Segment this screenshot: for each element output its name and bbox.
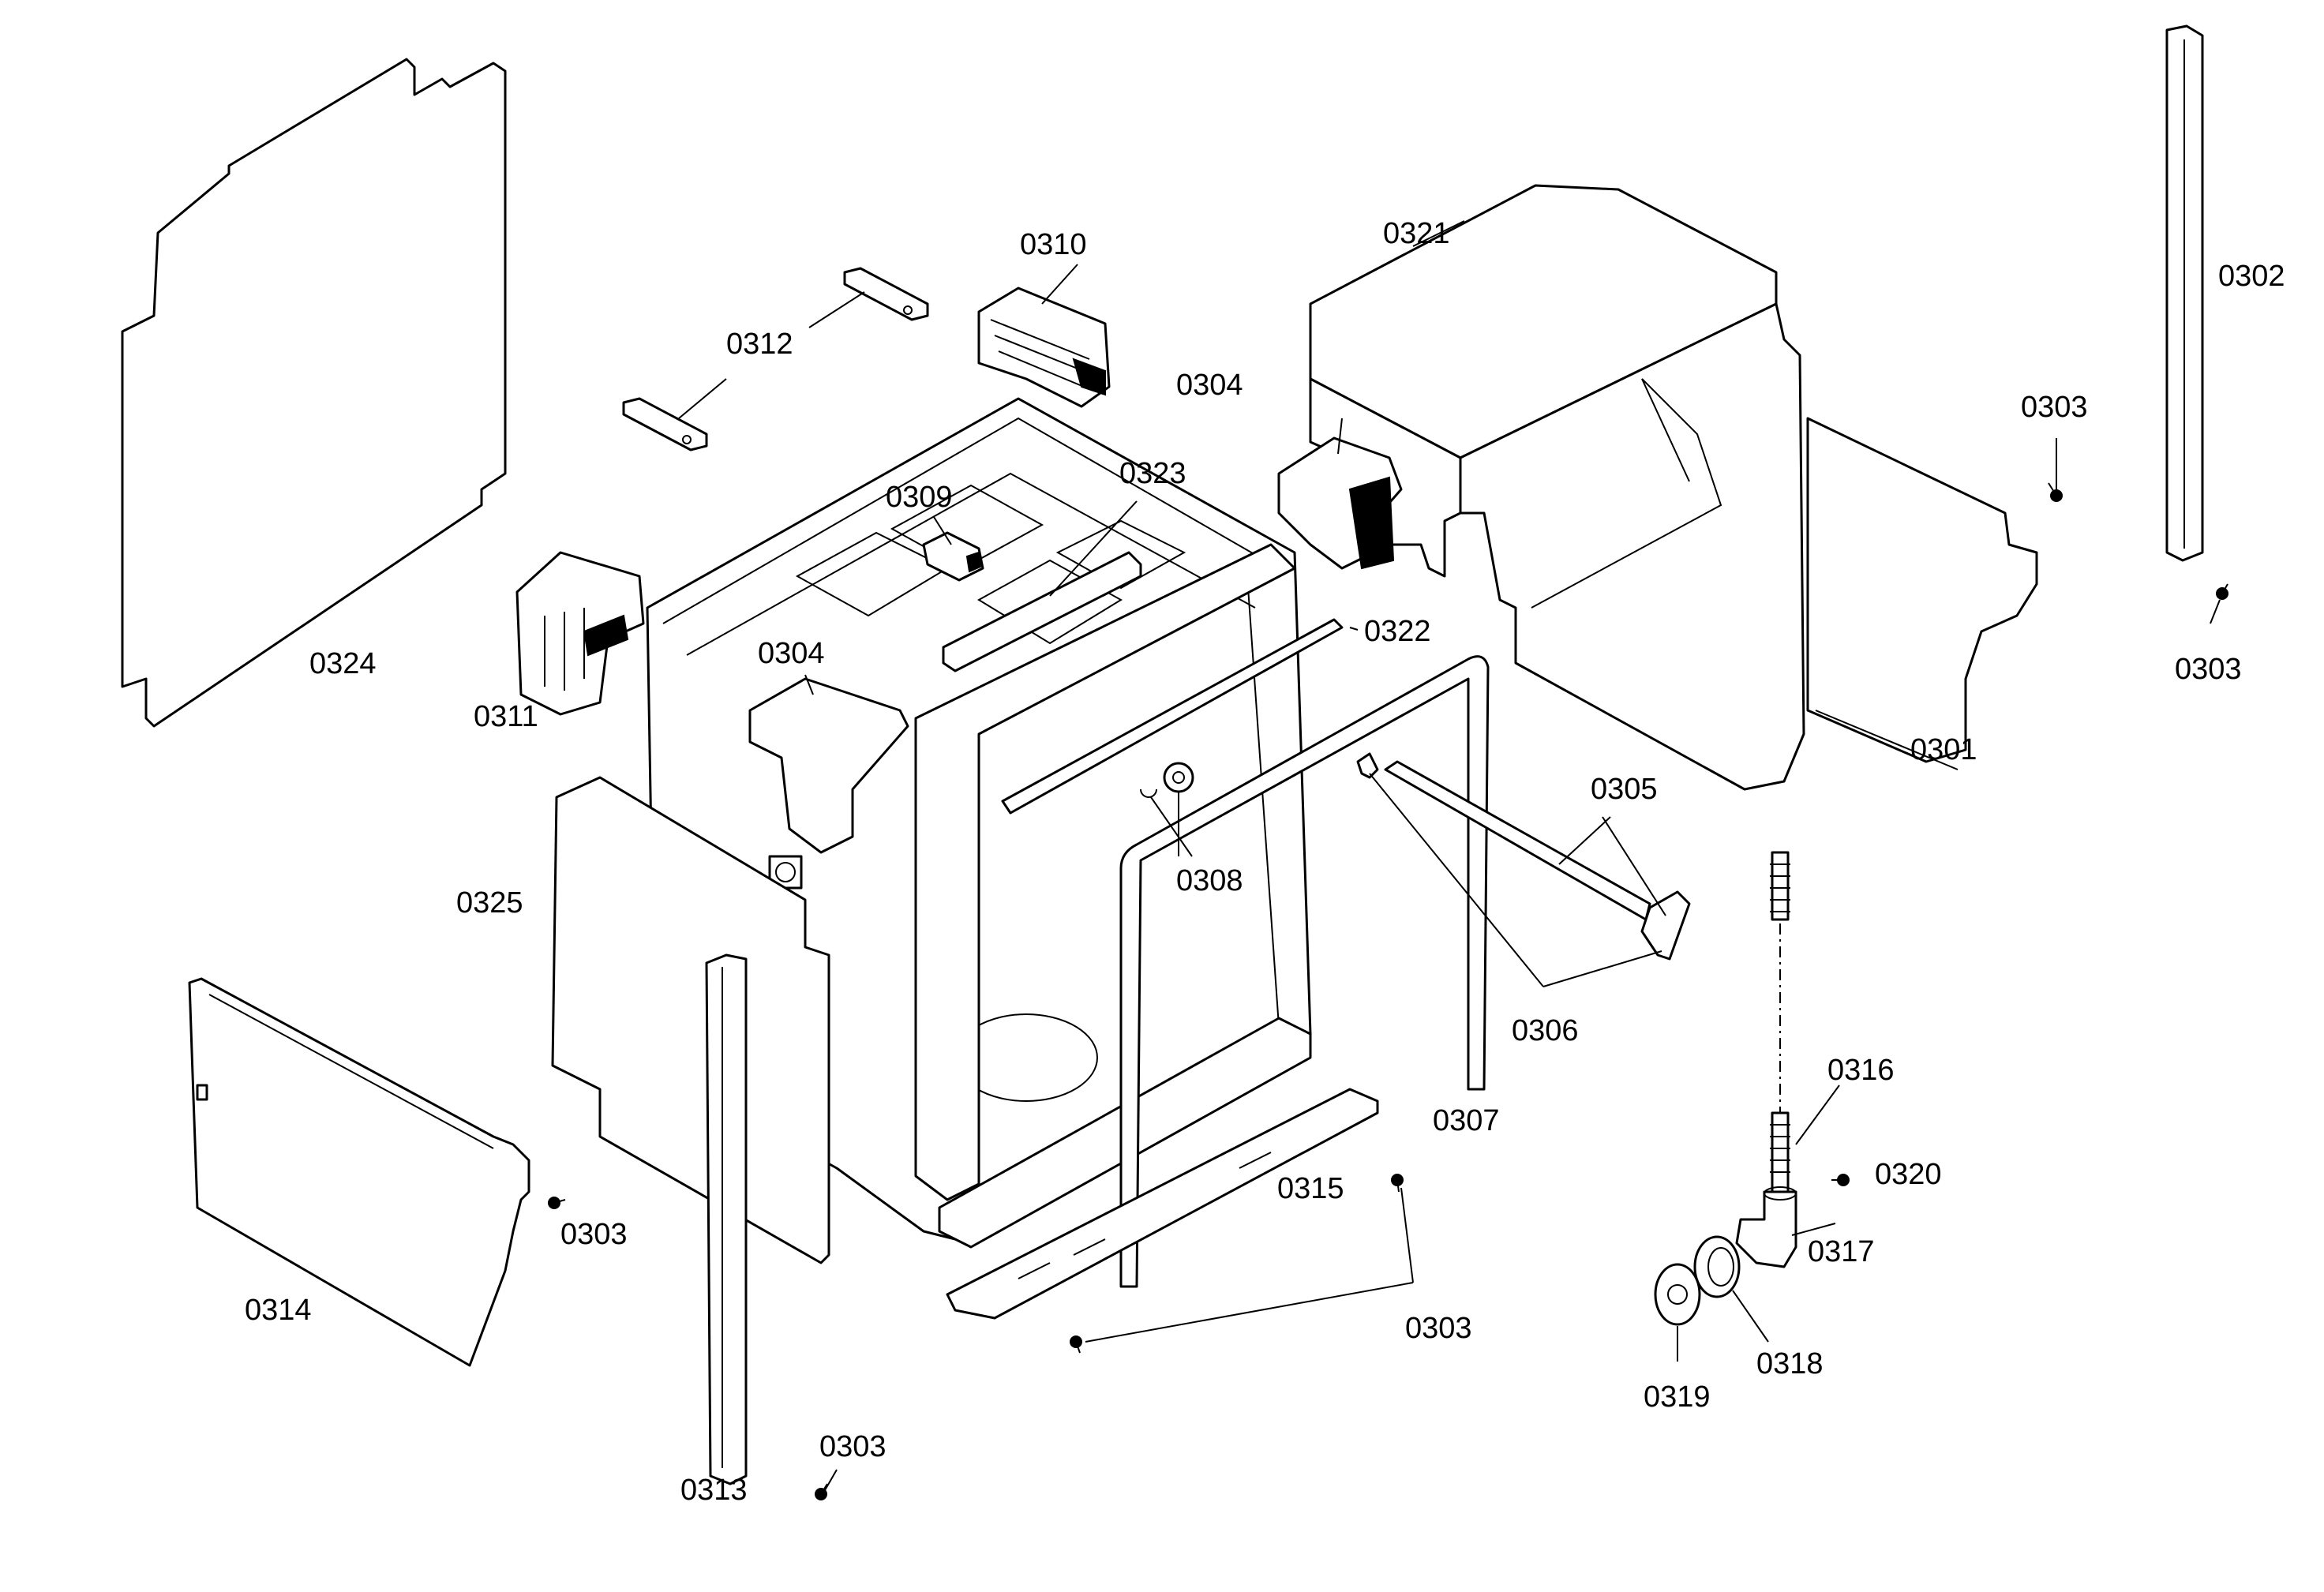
screw-icon-b	[2216, 583, 2228, 600]
label-0315: 0315	[1277, 1172, 1344, 1205]
label-0324: 0324	[309, 647, 377, 680]
screw-icon-f	[815, 1483, 828, 1500]
label-0314: 0314	[245, 1294, 312, 1327]
label-0303-b: 0303	[2175, 653, 2242, 686]
label-0313: 0313	[680, 1474, 748, 1507]
label-0303-c: 0303	[560, 1218, 628, 1251]
part-0322-rail	[1001, 618, 1344, 815]
label-0321: 0321	[1383, 217, 1450, 250]
screw-icon-d	[1391, 1174, 1404, 1193]
part-0311-connector-block	[515, 551, 645, 716]
part-0301-side-panel	[1806, 417, 2038, 770]
screw-icon-g	[1831, 1174, 1850, 1186]
label-0305: 0305	[1591, 773, 1658, 806]
part-0307-door-seal-frame	[1119, 655, 1490, 1288]
part-0312-bracket-lower	[622, 397, 708, 451]
part-0309-clip	[922, 531, 984, 582]
label-0319: 0319	[1644, 1380, 1711, 1414]
label-0322: 0322	[1364, 615, 1431, 648]
part-0312-bracket-upper	[843, 267, 929, 321]
screw-icon-e	[1070, 1335, 1082, 1354]
screw-icon-c	[548, 1197, 566, 1209]
part-0313-vertical-strip	[705, 953, 748, 1485]
label-0303-e: 0303	[819, 1430, 886, 1463]
part-0321-top-panel	[1309, 184, 1805, 791]
part-0323-bar	[942, 551, 1142, 672]
part-0317-elbow	[1735, 1186, 1797, 1268]
label-0310: 0310	[1020, 228, 1087, 261]
label-0303-a: 0303	[2021, 391, 2088, 424]
leader-lines	[678, 220, 2221, 1491]
part-0318-ring	[1693, 1235, 1741, 1298]
part-0325-front-panel	[551, 776, 830, 1264]
part-0310-connector-block	[977, 287, 1111, 408]
label-0312: 0312	[726, 328, 793, 361]
label-0317: 0317	[1808, 1235, 1875, 1268]
part-0316-drain-spring	[1770, 851, 1790, 1193]
part-0314-kick-panel	[188, 977, 530, 1367]
label-0308: 0308	[1176, 864, 1243, 897]
label-0304-back: 0304	[1176, 369, 1243, 402]
screw-icons	[548, 482, 2228, 1500]
part-0305-hinge-arm	[1356, 752, 1691, 961]
label-0306: 0306	[1512, 1014, 1579, 1047]
label-0301: 0301	[1910, 733, 1977, 766]
label-0311: 0311	[474, 700, 538, 733]
screw-icon-a	[2048, 482, 2063, 502]
part-0302-vertical-rail	[2165, 24, 2204, 562]
label-0304-front: 0304	[758, 637, 825, 670]
label-0325: 0325	[456, 886, 523, 920]
label-0302: 0302	[2218, 260, 2285, 293]
label-0307: 0307	[1433, 1104, 1500, 1137]
label-0303-d: 0303	[1405, 1312, 1472, 1345]
part-0304-cover-back	[1277, 436, 1403, 570]
part-labels: 0301 0302 0303 0303 0303 0303 0303 0304 …	[245, 217, 2285, 1507]
part-0319-cap	[1654, 1263, 1701, 1326]
label-0323: 0323	[1119, 457, 1186, 490]
part-0315-lower-strip	[946, 1088, 1379, 1320]
label-0318: 0318	[1756, 1347, 1824, 1380]
label-0316: 0316	[1827, 1054, 1895, 1087]
label-0309: 0309	[886, 481, 953, 514]
part-0324-side-panel	[121, 58, 507, 728]
label-0320: 0320	[1875, 1158, 1942, 1191]
